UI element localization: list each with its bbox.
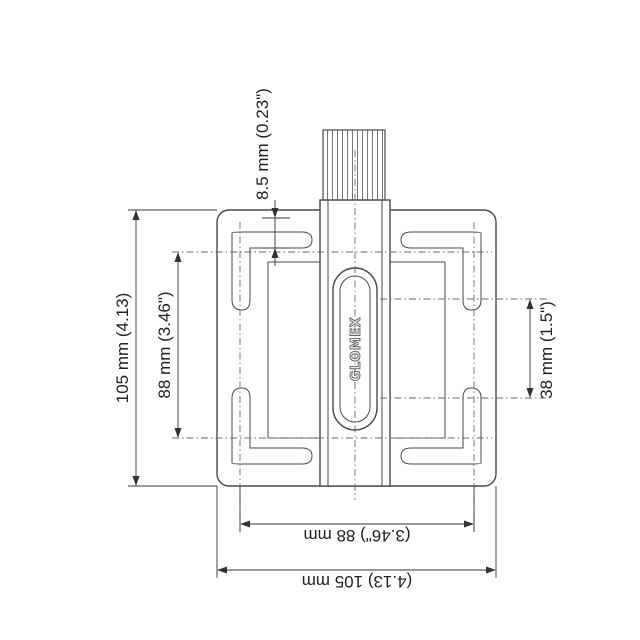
dim-line-total-width [217,566,496,574]
corner-slot-top-right [400,231,482,311]
dim-line-total-height [132,210,140,486]
label-slot-spacing: 38 mm (1.5") [537,301,556,399]
dim-line-hole-spacing-vertical [174,252,182,438]
label-hole-spacing-horizontal: (3.46") 88 mm [303,526,410,545]
brand-logo: GLOMEX [349,317,364,381]
dim-line-slot-spacing [526,299,534,398]
center-lines [172,150,548,530]
label-thread-height: 8.5 mm (0.23") [253,88,272,200]
dim-line-thread-height [271,200,279,266]
threaded-stud [320,129,390,201]
dim-line-hole-spacing-horizontal [240,520,474,528]
label-hole-spacing-vertical: 88 mm (3.46") [155,291,174,398]
corner-slot-bottom-right [400,387,482,465]
label-total-width: (4.13) 105 mm [302,572,413,591]
extension-lines [128,209,497,578]
label-total-height: 105 mm (4.13) [113,293,132,404]
